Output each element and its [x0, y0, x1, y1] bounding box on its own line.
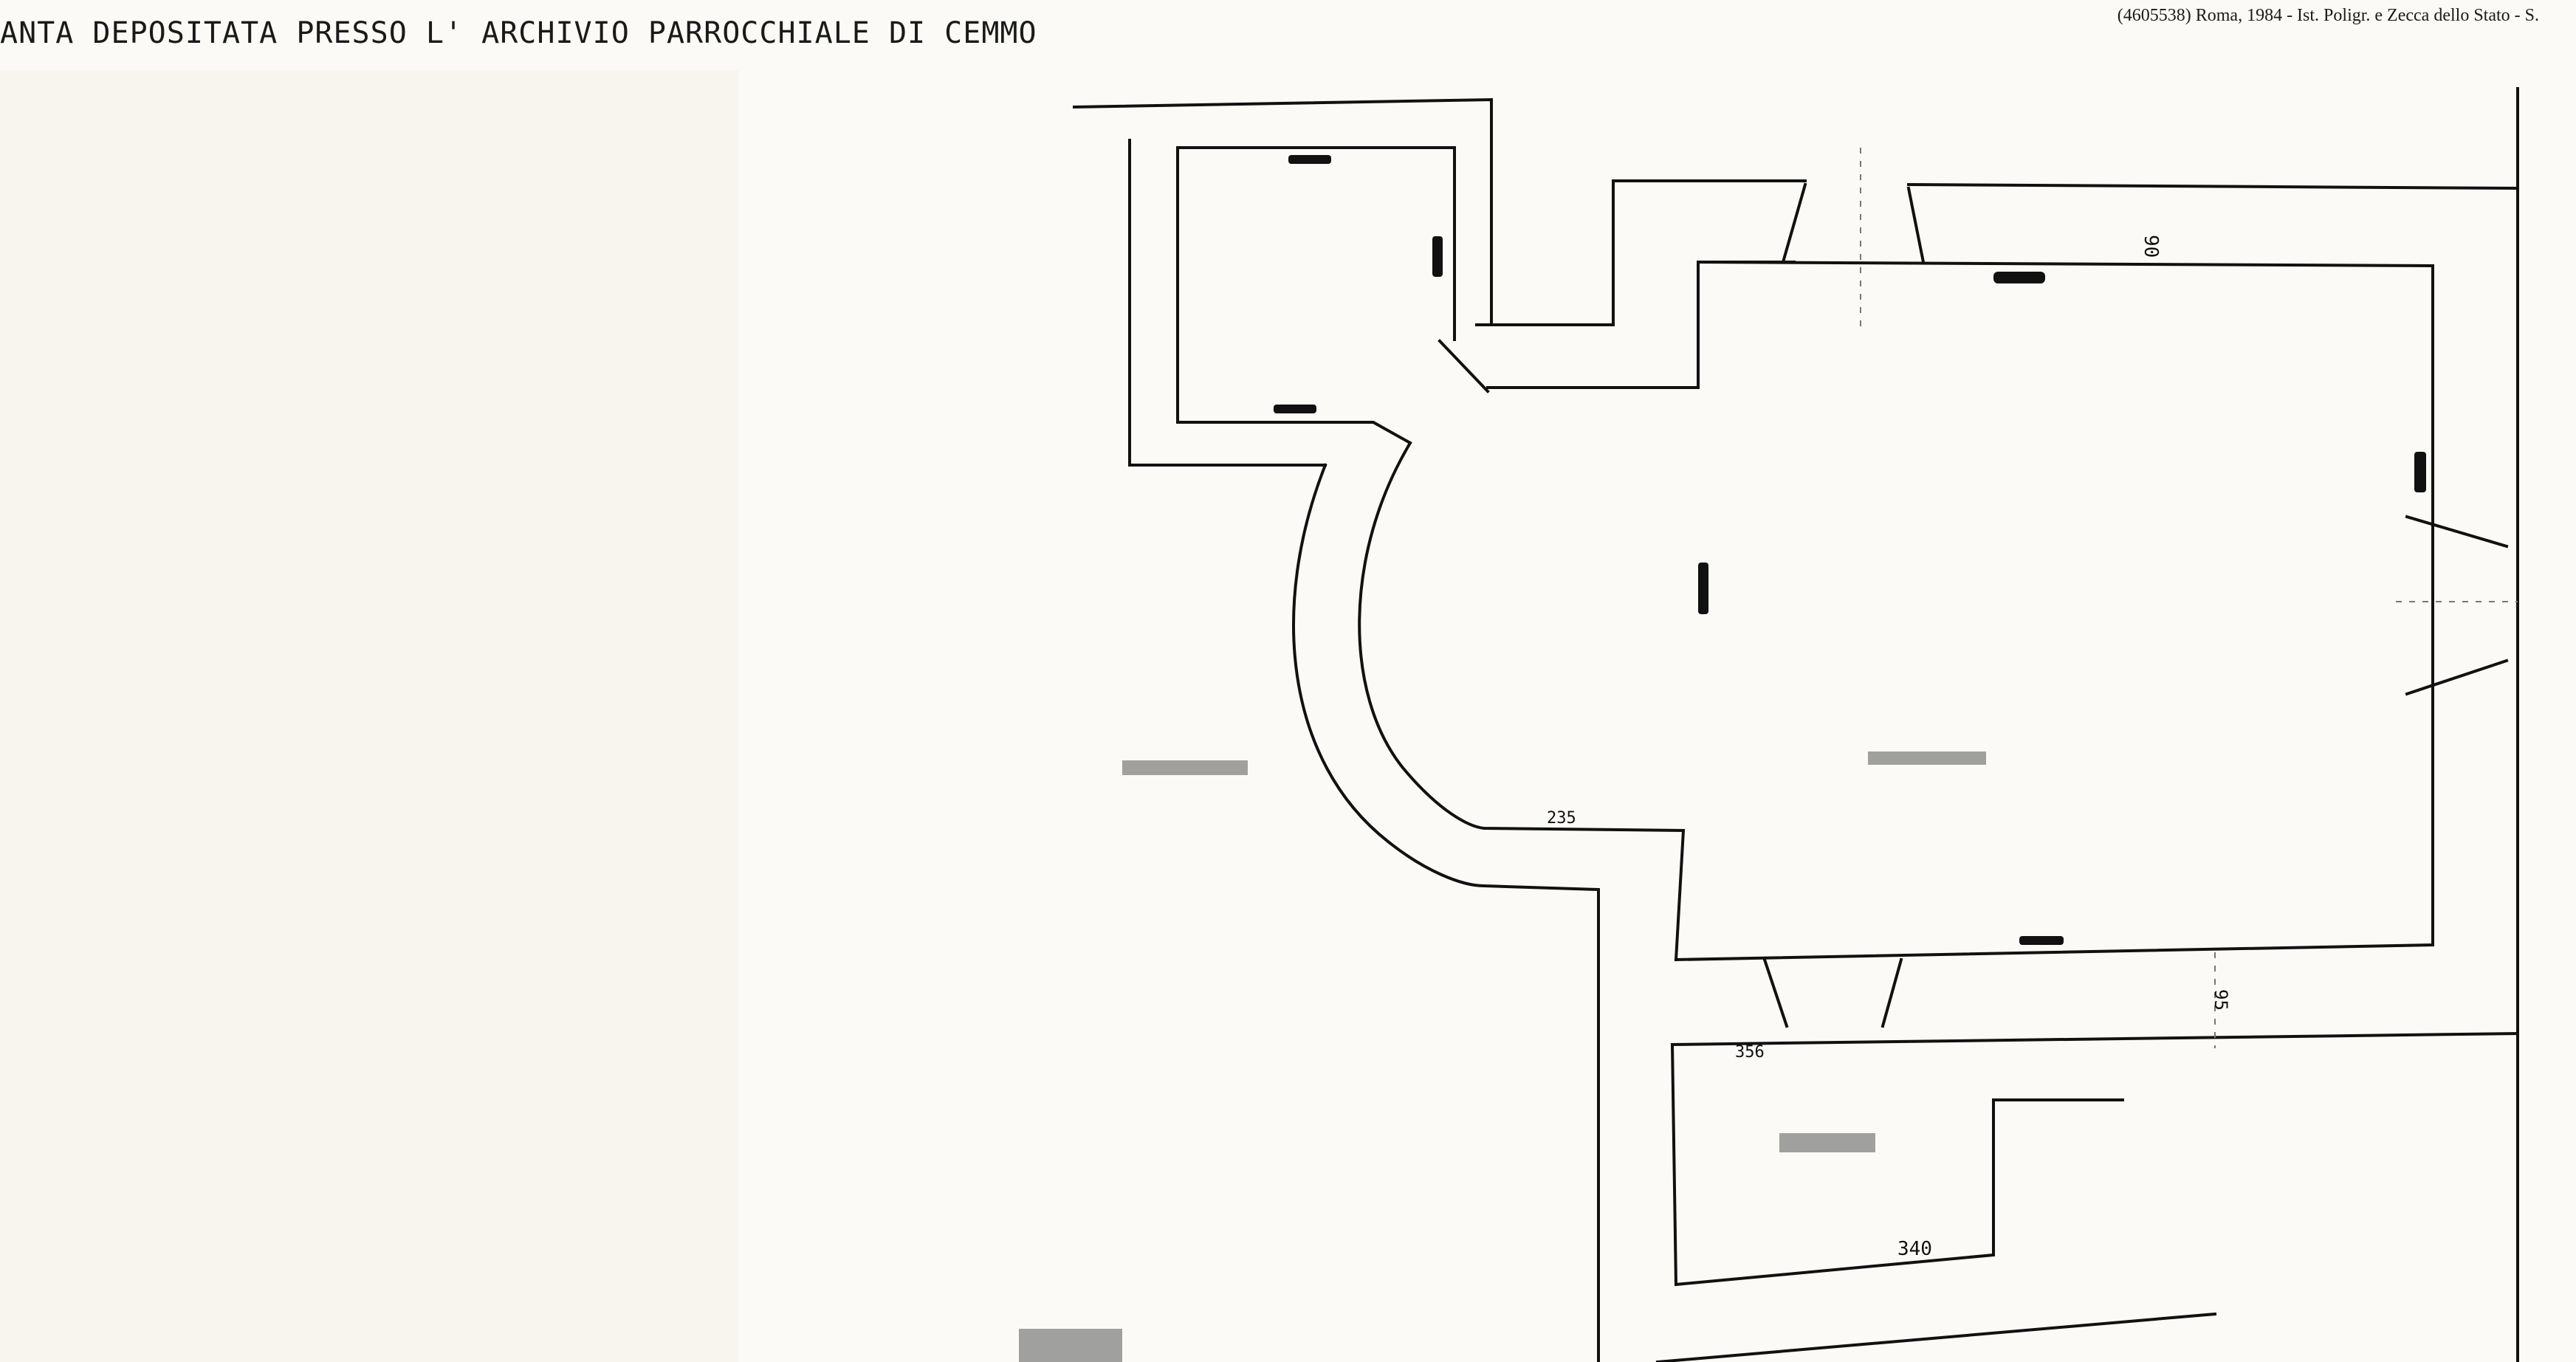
dimension-label: 235 — [1547, 809, 1576, 828]
scan-noise — [1779, 1133, 1875, 1152]
dimension-label: 95 — [2211, 989, 2231, 1011]
ink-mark — [1993, 272, 2045, 283]
wall-alcove — [1475, 179, 1807, 326]
ink-mark — [1432, 236, 1443, 277]
wall-nave-top-outer — [1906, 182, 2519, 1362]
ink-mark — [1274, 405, 1316, 413]
wall-alcove-lower — [1486, 261, 1700, 389]
wall-vestry-inner-left — [1176, 146, 1412, 445]
wall-opening-left — [1781, 182, 1807, 264]
wall-apse-outer — [1292, 463, 1600, 1362]
wall-opening-right — [1906, 186, 1926, 264]
scan-noise — [1868, 751, 1986, 765]
wall-nave-top-inner — [1674, 260, 2434, 962]
wall-right-step-b — [2405, 658, 2509, 696]
ink-mark — [2019, 936, 2064, 945]
ink-mark — [2414, 452, 2426, 492]
wall-vestry-inner — [1176, 146, 1456, 341]
wall-chapel-left — [1670, 1042, 2124, 1287]
paper-margin — [0, 70, 738, 1362]
printer-credit: (4605538) Roma, 1984 - Ist. Poligr. e Ze… — [2117, 6, 2539, 25]
dimension-label: 90 — [2140, 235, 2162, 258]
document-header: ANTA DEPOSITATA PRESSO L' ARCHIVIO PARRO… — [0, 16, 1037, 50]
dimension-label: 340 — [1897, 1238, 1932, 1260]
ink-mark — [1698, 563, 1708, 614]
wall-vestry-left — [1128, 139, 1327, 467]
scan-noise — [1122, 760, 1248, 775]
scan-noise — [1019, 1329, 1122, 1362]
wall-chapel-bottom — [1655, 1312, 2217, 1362]
ink-mark — [1288, 155, 1331, 164]
dimension-label: 356 — [1735, 1043, 1765, 1062]
wall-vestry-diagonal — [1438, 339, 1490, 393]
wall-right-step-a — [2405, 515, 2509, 548]
wall-step-b — [1881, 957, 1903, 1028]
wall-apse-inner — [1358, 441, 1686, 962]
wall-chapel-top — [1670, 1031, 2520, 1047]
wall-step-a — [1762, 957, 1789, 1028]
wall-vestry-outer — [1072, 97, 1493, 326]
